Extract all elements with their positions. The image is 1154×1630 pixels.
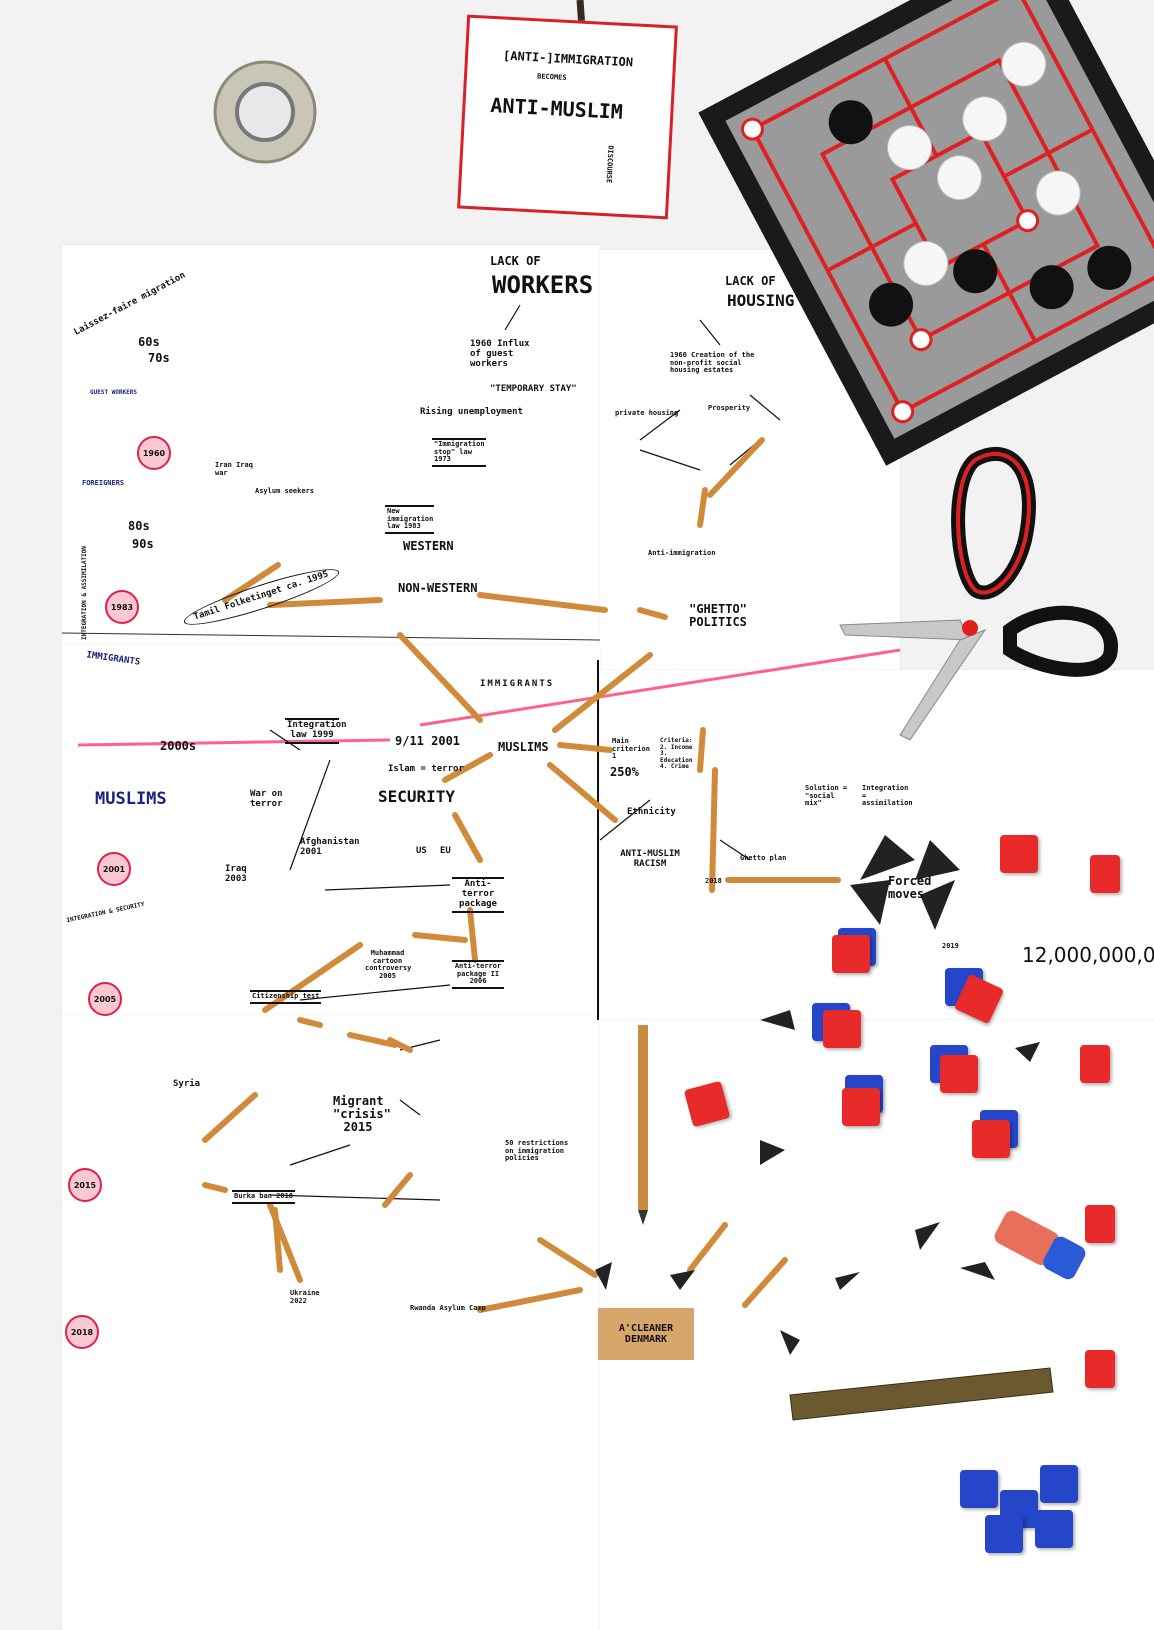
title-main: ANTI-MUSLIM	[489, 92, 624, 124]
node-integration-law: Integration law 1999	[285, 718, 347, 744]
node-anti-immigration: Anti-immigration	[648, 549, 716, 557]
node-syria: Syria	[173, 1079, 201, 1089]
era-integration-assimilation: INTEGRATION & ASSIMILATION	[81, 546, 88, 640]
node-islam-terror: Islam = terror	[388, 764, 464, 774]
node-integration-assimilation: Integration = assimilation	[862, 784, 913, 808]
node-muslims: MUSLIMS	[498, 740, 549, 754]
house-piece-red[interactable]	[1000, 835, 1038, 873]
date-sticker-2005: 2005	[88, 982, 122, 1016]
house-piece-blue[interactable]	[1040, 1465, 1078, 1503]
date-sticker-2018: 2018	[65, 1315, 99, 1349]
lack-of-workers-small: LACK OF	[490, 254, 541, 268]
house-piece-red[interactable]	[1085, 1350, 1115, 1388]
house-piece-red[interactable]	[832, 935, 870, 973]
era-60s: 60s	[138, 335, 160, 349]
era-90s: 90s	[132, 537, 154, 551]
node-9-11: 9/11 2001	[395, 734, 461, 748]
node-50-restrictions: 50 restrictions on immigration policies	[505, 1139, 569, 1163]
node-year-2019: 2019	[942, 942, 959, 950]
house-piece-red[interactable]	[842, 1088, 880, 1126]
era-foreigners: FOREIGNERS	[82, 479, 125, 487]
node-anti-terror-package: Anti-terror package	[452, 877, 504, 913]
node-asylum-seekers: Asylum seekers	[255, 487, 315, 495]
node-burka-ban: Burka ban 2018	[232, 1190, 296, 1204]
node-criteria: Criteria: 2. Income 3. Education 4. Crim…	[660, 737, 693, 771]
paper-sheet-bottom-left	[62, 1015, 600, 1630]
node-cartoon: Muhammad cartoon controversy 2005	[365, 949, 412, 981]
node-non-western: NON-WESTERN	[398, 581, 478, 595]
cardboard-label: A'CLEANER DENMARK	[598, 1308, 694, 1360]
node-migrant-crisis: Migrant "crisis" 2015	[333, 1094, 391, 1135]
node-eu: EU	[440, 846, 451, 856]
house-piece-red[interactable]	[1085, 1205, 1115, 1243]
lack-of-housing-heading: HOUSING	[727, 291, 795, 310]
house-piece-red[interactable]	[1090, 855, 1120, 893]
date-sticker-2015: 2015	[68, 1168, 102, 1202]
node-private-housing: private housing	[615, 409, 679, 417]
paper-sheet-top-right	[600, 250, 900, 670]
house-piece-blue[interactable]	[1035, 1510, 1073, 1548]
node-citizenship-test: Citizenship test	[250, 990, 322, 1004]
node-immigrants: IMMIGRANTS	[480, 679, 555, 689]
node-stop-law: "Immigration stop" law 1973	[432, 438, 486, 468]
era-guest-workers: GUEST WORKERS	[90, 389, 137, 396]
era-70s: 70s	[148, 351, 170, 365]
node-ghetto-plan: Ghetto plan	[740, 854, 787, 862]
house-piece-red[interactable]	[1080, 1045, 1110, 1083]
node-rwanda: Rwanda Asylum Camp	[410, 1304, 486, 1312]
house-piece-blue[interactable]	[960, 1470, 998, 1508]
node-iraq: Iraq 2003	[225, 864, 247, 884]
node-us: US	[416, 846, 427, 856]
node-forced-moves: Forced moves	[888, 874, 932, 902]
house-piece-red[interactable]	[940, 1055, 978, 1093]
date-sticker-2001: 2001	[97, 852, 131, 886]
lack-of-workers-heading: WORKERS	[492, 271, 594, 299]
node-main-criterion: Main criterion 1	[612, 737, 650, 761]
house-piece-red[interactable]	[823, 1010, 861, 1048]
node-ukraine: Ukraine 2022	[290, 1289, 320, 1305]
node-security: SECURITY	[378, 787, 456, 806]
node-war-on-terror: War on terror	[250, 789, 283, 809]
node-temporary-stay: "TEMPORARY STAY"	[490, 384, 577, 394]
node-afghanistan: Afghanistan 2001	[300, 837, 360, 857]
lack-of-housing-small: LACK OF	[725, 274, 776, 288]
node-iran-iraq-war: Iran Iraq war	[215, 461, 253, 477]
node-ghetto-politics: "GHETTO" POLITICS	[689, 602, 747, 630]
node-influx: 1960 Influx of guest workers	[470, 339, 530, 369]
date-sticker-1983: 1983	[105, 590, 139, 624]
label-text: A'CLEANER DENMARK	[618, 1323, 674, 1345]
era-2000s: 2000s	[160, 739, 197, 753]
node-percent: 250%	[610, 765, 639, 779]
title-becomes: BECOMES	[536, 72, 567, 82]
node-ethnicity: Ethnicity	[627, 807, 676, 817]
date-sticker-1960: 1960	[137, 436, 171, 470]
title-card: [ANTI-]IMMIGRATION BECOMES ANTI-MUSLIM D…	[457, 14, 678, 220]
title-prefix: [ANTI-]IMMIGRATION	[502, 48, 634, 70]
era-muslims: MUSLIMS	[95, 789, 167, 809]
node-anti-terror-package-2: Anti-terror package II 2006	[452, 960, 504, 990]
node-big-number: 12,000,000,0	[1018, 940, 1154, 970]
node-prosperity: Prosperity	[708, 404, 751, 412]
house-piece-blue[interactable]	[985, 1515, 1023, 1553]
era-80s: 80s	[128, 519, 150, 533]
paper-sheet-middle-left	[62, 645, 600, 1015]
house-piece-red[interactable]	[972, 1120, 1010, 1158]
node-ghetto-year: 2018	[705, 877, 722, 885]
node-solution: Solution = "social mix"	[805, 784, 848, 808]
node-rising-unemployment: Rising unemployment	[420, 407, 523, 417]
node-social-housing: 1960 Creation of the non-profit social h…	[670, 351, 755, 375]
node-western: WESTERN	[403, 539, 454, 553]
node-new-immigration-law: New immigration law 1983	[385, 505, 434, 535]
node-anti-muslim-racism: ANTI-MUSLIM RACISM	[620, 849, 680, 869]
title-side: DISCOURSE	[604, 145, 615, 184]
